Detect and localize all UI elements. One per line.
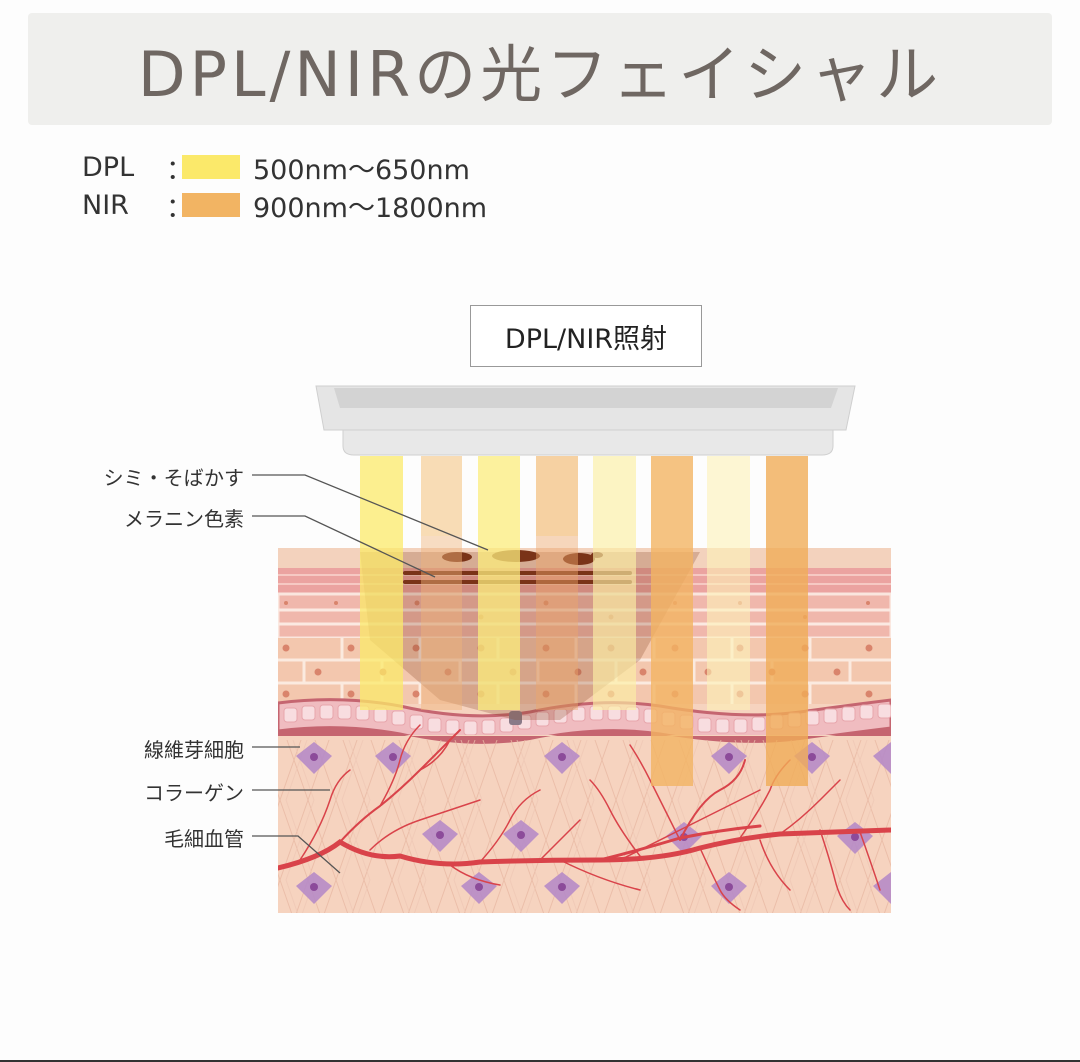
light-beams — [360, 456, 808, 786]
wavelength-legend: DPL ： 500nm〜650nm NIR ： 900nm〜1800nm — [82, 148, 487, 224]
page-title: DPL/NIRの光フェイシャル — [137, 38, 943, 111]
label-spots: シミ・そばかす — [103, 466, 244, 490]
legend-row-dpl: DPL ： 500nm〜650nm — [82, 148, 487, 186]
legend-row-nir: NIR ： 900nm〜1800nm — [82, 186, 487, 224]
leader-lines — [252, 474, 489, 874]
label-capillary: 毛細血管 — [164, 827, 244, 851]
legend-key: DPL — [82, 151, 135, 183]
fibroblast-cells — [296, 742, 891, 904]
dpl-swatch — [182, 155, 240, 179]
nir-swatch — [182, 193, 240, 217]
legend-key: NIR — [82, 189, 129, 221]
legend-range: 900nm〜1800nm — [253, 192, 488, 224]
label-melanin: メラニン色素 — [124, 507, 244, 531]
capillary-network — [278, 724, 891, 911]
label-fibroblast: 線維芽細胞 — [144, 738, 244, 762]
irradiation-label-box: DPL/NIR照射 — [470, 305, 702, 367]
title-banner: DPL/NIRの光フェイシャル — [28, 13, 1052, 125]
irradiation-label: DPL/NIR照射 — [504, 323, 668, 355]
legend-range: 500nm〜650nm — [253, 154, 470, 186]
label-collagen: コラーゲン — [144, 781, 244, 805]
handpiece-icon — [315, 385, 856, 456]
bottom-border — [0, 1060, 1080, 1062]
